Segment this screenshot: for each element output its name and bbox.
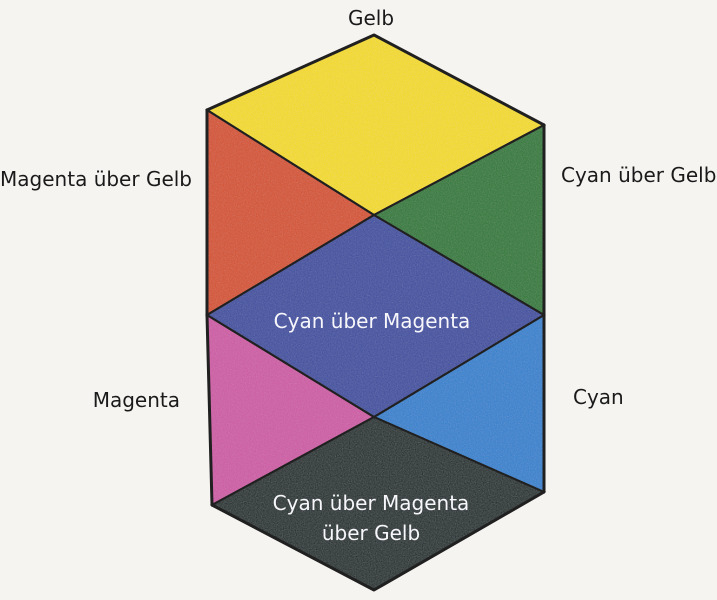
label-gelb: Gelb xyxy=(347,6,395,30)
label-magenta-ueber-gelb: Magenta über Gelb xyxy=(0,167,192,191)
diagram-outline xyxy=(205,33,546,592)
label-cyan-ueber-gelb: Cyan über Gelb xyxy=(561,163,717,187)
inner-lower-diagonal-lines xyxy=(211,416,545,506)
label-center-bottom-line-2: über Gelb xyxy=(321,521,421,545)
label-cyan: Cyan xyxy=(573,385,624,409)
inner-middle-diamond-lines xyxy=(206,214,545,418)
label-center-bottom-line-1: Cyan über Magenta xyxy=(272,491,470,515)
label-cyan-ueber-magenta-ueber-gelb: Cyan über Magenta über Gelb xyxy=(273,488,470,548)
outer-hexagon-outline xyxy=(205,33,546,592)
label-magenta: Magenta xyxy=(92,388,180,412)
label-cyan-ueber-magenta: Cyan über Magenta xyxy=(273,309,471,333)
